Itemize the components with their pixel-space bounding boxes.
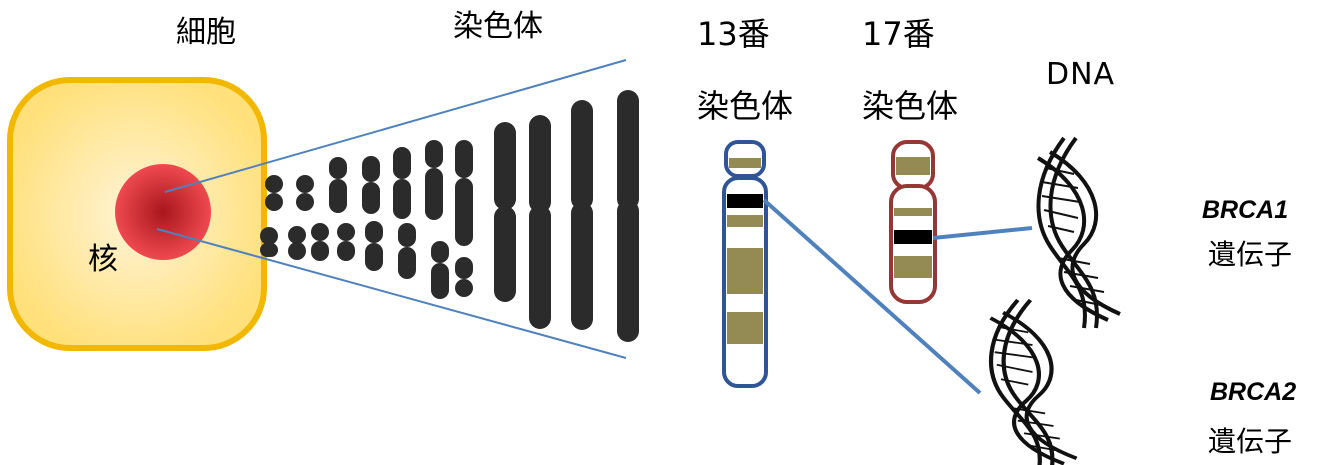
cell-label: 細胞 bbox=[176, 15, 236, 50]
brca2-gene-label: 遺伝子 bbox=[1208, 425, 1293, 458]
dna-double-helix-icon bbox=[991, 300, 1077, 465]
nucleus-shape bbox=[115, 164, 211, 260]
chr13-word-label: 染色体 bbox=[697, 87, 794, 125]
chromosomes-label: 染色体 bbox=[453, 9, 543, 44]
connector-brca2 bbox=[762, 198, 982, 395]
dna-label: DNA bbox=[1046, 57, 1116, 92]
chr13-brca2-band bbox=[727, 194, 763, 208]
zoom-line-bottom bbox=[156, 228, 627, 359]
zoom-line-top bbox=[164, 59, 627, 193]
nucleus-label: 核 bbox=[88, 242, 118, 277]
chromosome-17 bbox=[889, 140, 937, 304]
connector-brca1 bbox=[932, 226, 1033, 240]
brca1-label: BRCA1 bbox=[1202, 196, 1289, 224]
chromosome-set bbox=[260, 90, 639, 342]
chr13-number-label: 13番 bbox=[697, 15, 770, 53]
dna-double-helix-icon bbox=[1036, 136, 1122, 330]
chromosome-13 bbox=[722, 140, 768, 388]
chr17-word-label: 染色体 bbox=[862, 87, 959, 125]
chr17-brca1-band bbox=[894, 230, 932, 244]
chr17-number-label: 17番 bbox=[862, 15, 935, 53]
brca1-gene-label: 遺伝子 bbox=[1208, 238, 1293, 271]
brca2-label: BRCA2 bbox=[1210, 378, 1297, 406]
